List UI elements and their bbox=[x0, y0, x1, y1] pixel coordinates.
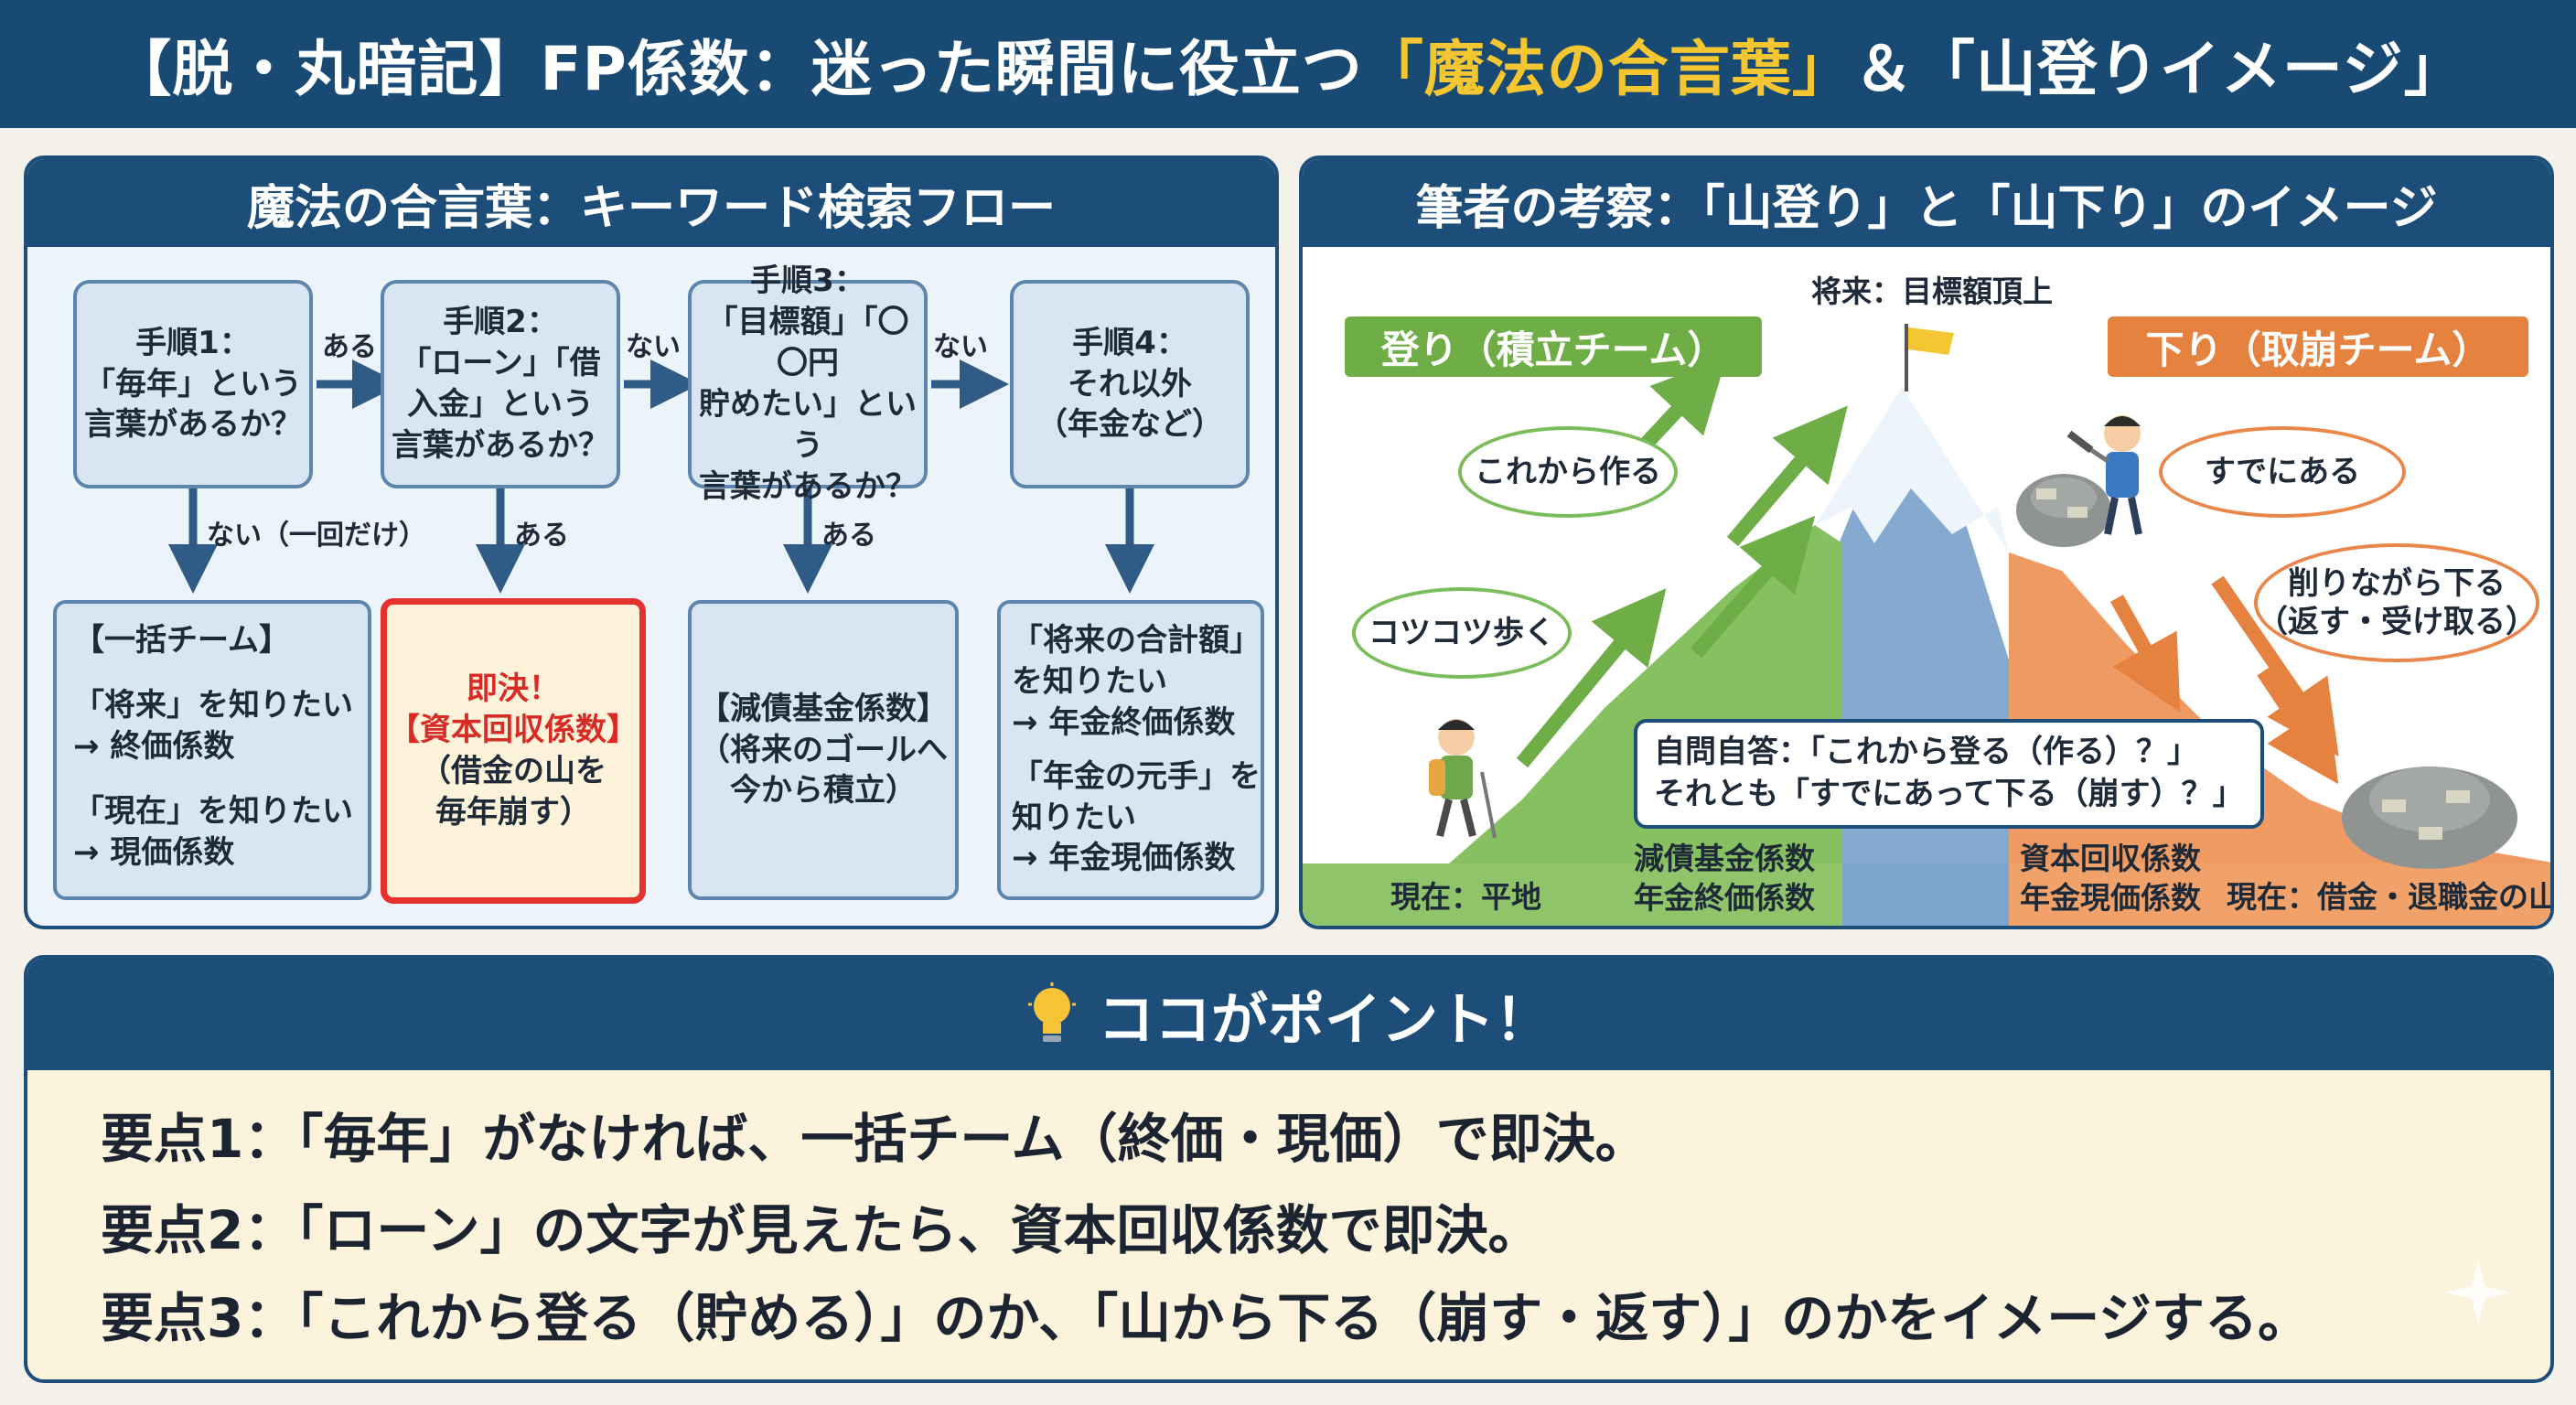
present-debt-label: 現在：借金・退職金の山 bbox=[2227, 879, 2554, 915]
label-s1-down: ない（一回だけ） bbox=[207, 520, 426, 552]
climb-team-badge: 登り（積立チーム） bbox=[1345, 316, 1762, 377]
flow-step-3: 手順3： 「目標額」「〇〇円 貯めたい」という 言葉があるか？ bbox=[688, 263, 928, 505]
descent-arrow-1 bbox=[2110, 595, 2181, 713]
result-lump-sum-team: 【一括チーム】 「将来」を知りたい → 終価係数 「現在」を知りたい → 現価係… bbox=[53, 600, 371, 900]
key-point-2: 要点2：「ローン」の文字が見えたら、資本回収係数で即決。 bbox=[101, 1199, 1541, 1261]
key-point-3: 要点3：「これから登る（貯める）」のか、「山から下る（崩す・返す）」のかをイメー… bbox=[101, 1287, 2312, 1349]
peak-label: 将来：目標額頂上 bbox=[1811, 273, 2053, 309]
climb-arrow-2 bbox=[1690, 515, 1816, 659]
descent-arrow-2 bbox=[2211, 575, 2339, 756]
flow-step-2: 手順2： 「ローン」「借 入金」という 言葉があるか？ bbox=[381, 280, 620, 488]
sparkle-icon bbox=[2446, 1260, 2510, 1325]
summit-flag bbox=[1908, 327, 1954, 355]
miner-figure bbox=[2066, 415, 2142, 535]
snow-cap bbox=[1815, 388, 2009, 552]
mountain-panel-heading: 筆者の考察：「山登り」と「山下り」のイメージ bbox=[1303, 159, 2550, 247]
ground-right bbox=[2009, 863, 2550, 926]
bubble-make: これから作る bbox=[1458, 426, 1678, 518]
label-s3-s4: ない bbox=[933, 331, 988, 363]
climb-arrow-3 bbox=[1726, 405, 1848, 547]
key-point-1: 要点1：「毎年」がなければ、一括チーム（終価・現価）で即決。 bbox=[101, 1108, 1648, 1170]
keyword-flow-panel: 魔法の合言葉：キーワード検索フロー 手順1： 「毎年」という 言葉があるか？ 手… bbox=[24, 156, 1279, 929]
header-bar bbox=[0, 0, 2576, 128]
title-part2: ＆「山登りイメージ」 bbox=[1852, 34, 2465, 104]
flow-step-1: 手順1： 「毎年」という 言葉があるか？ bbox=[73, 280, 313, 488]
label-s3-down: ある bbox=[821, 520, 876, 552]
bubble-walk: コツコツ歩く bbox=[1352, 587, 1572, 679]
flow-arrows bbox=[168, 359, 1154, 594]
result-annuity: 「将来の合計額」 を知りたい → 年金終価係数 「年金の元手」を 知りたい → … bbox=[997, 600, 1264, 900]
flow-step-4: 手順4： それ以外 （年金など） bbox=[1010, 280, 1250, 488]
present-flat-label: 現在：平地 bbox=[1390, 879, 1541, 915]
lightbulb-icon bbox=[1027, 982, 1076, 1042]
key-points-panel: ココがポイント！ 要点1：「毎年」がなければ、一括チーム（終価・現価）で即決。 … bbox=[24, 955, 2554, 1383]
title-part1: 【脱・丸暗記】FP係数：迷った瞬間に役立つ bbox=[111, 34, 1363, 104]
climb-factors: 減債基金係数 年金終価係数 bbox=[1634, 841, 1815, 916]
ground-middle bbox=[1842, 863, 2009, 926]
bubble-descend: 削りながら下る （返す・受け取る） bbox=[2254, 543, 2539, 662]
label-s2-down: ある bbox=[514, 520, 569, 552]
key-points-heading: ココがポイント！ bbox=[27, 959, 2550, 1070]
bubble-exist: すでにある bbox=[2159, 426, 2406, 518]
self-question-box: 自問自答：「これから登る（作る）？」 それとも「すでにあって下る（崩す）？」 bbox=[1634, 719, 2264, 829]
ground-left bbox=[1303, 863, 1842, 926]
result-capital-recovery: 即決！ 【資本回収係数】 （借金の山を 毎年崩す） bbox=[381, 598, 646, 904]
descent-factors: 資本回収係数 年金現価係数 bbox=[2020, 841, 2201, 916]
hiker-figure bbox=[1429, 719, 1497, 839]
result-sinking-fund: 【減債基金係数】 （将来のゴールへ 今から積立） bbox=[688, 600, 959, 900]
descent-arrow-3 bbox=[2257, 667, 2339, 785]
climb-arrow-1 bbox=[1516, 588, 1667, 768]
title-highlight: 「魔法の合言葉」 bbox=[1362, 34, 1853, 104]
label-s2-s3: ない bbox=[626, 331, 681, 363]
page-title: 【脱・丸暗記】FP係数：迷った瞬間に役立つ「魔法の合言葉」＆「山登りイメージ」 bbox=[0, 0, 2576, 128]
flow-panel-heading: 魔法の合言葉：キーワード検索フロー bbox=[27, 159, 1275, 247]
descent-team-badge: 下り（取崩チーム） bbox=[2108, 316, 2528, 377]
label-s1-s2: ある bbox=[322, 331, 377, 363]
mountain-image-panel: 筆者の考察：「山登り」と「山下り」のイメージ bbox=[1299, 156, 2554, 929]
